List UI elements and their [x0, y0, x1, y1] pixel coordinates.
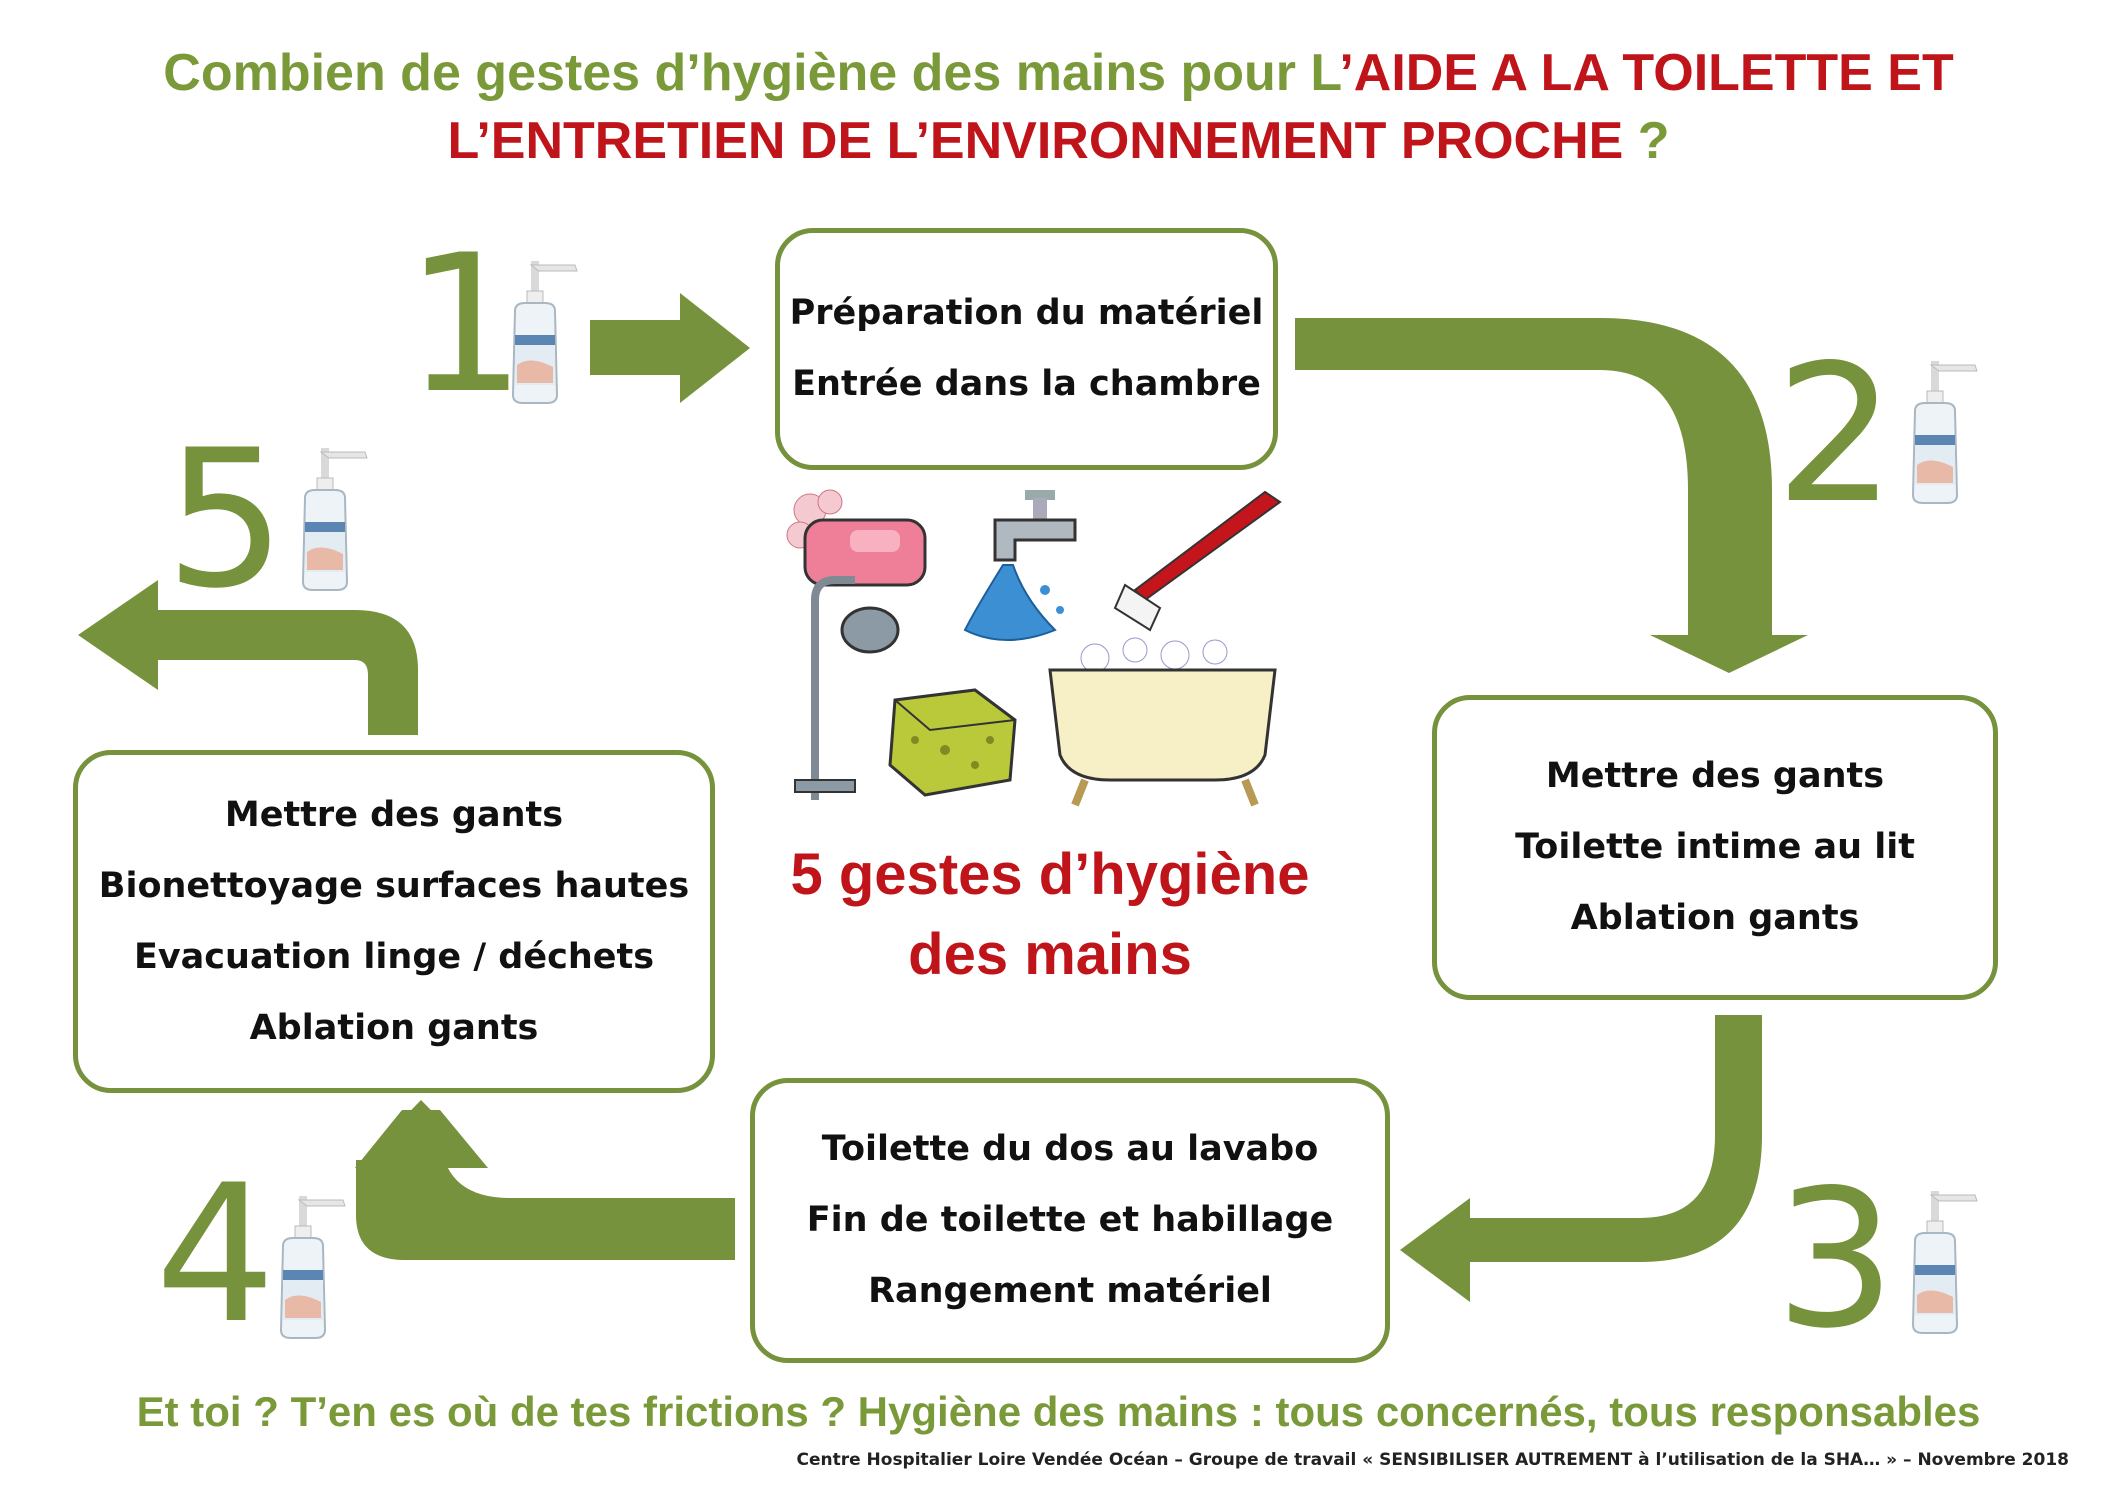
bathtub-icon [1048, 637, 1277, 807]
sanitizer-bottle-icon [263, 1190, 353, 1340]
arrow-1-to-box1 [590, 293, 750, 403]
step-box-3: Toilette du dos au lavabo Fin de toilett… [750, 1078, 1390, 1363]
step-4-line-3: Evacuation linge / déchets [133, 936, 655, 977]
step-1-line-2: Entrée dans la chambre [792, 364, 1261, 404]
soap-icon [786, 489, 927, 587]
step-number-5: 5 [165, 409, 286, 630]
step-number-3: 3 [1775, 1149, 1896, 1370]
title-topic-1: ’AIDE A LA TOILETTE ET [1339, 44, 1954, 102]
sanitizer-bottle-icon [285, 442, 375, 592]
title-question-mark: ? [1623, 112, 1670, 170]
footer-credit: Centre Hospitalier Loire Vendée Océan – … [796, 1450, 2069, 1470]
sponge-icon [888, 688, 1017, 797]
step-box-1: Préparation du matériel Entrée dans la c… [775, 228, 1278, 470]
step-3-line-2: Fin de toilette et habillage [806, 1200, 1334, 1240]
step-number-1: 1 [405, 214, 526, 435]
step-2-line-3: Ablation gants [1570, 898, 1860, 938]
title-topic-2: L’ENTRETIEN DE L’ENVIRONNEMENT PROCHE [447, 112, 1624, 170]
arrow-box4-to-5 [78, 580, 418, 735]
faucet-icon [963, 490, 1077, 641]
step-box-2: Mettre des gants Toilette intime au lit … [1432, 695, 1998, 1000]
step-4-line-2: Bionettoyage surfaces hautes [98, 865, 690, 906]
step-number-2: 2 [1775, 324, 1896, 545]
shower-icon [794, 576, 900, 800]
sanitizer-bottle-icon [1895, 1185, 1985, 1335]
hygiene-illustration [786, 489, 1282, 807]
toothbrush-icon [1113, 490, 1282, 632]
step-box-4: Mettre des gants Bionettoyage surfaces h… [73, 750, 715, 1093]
step-3-line-3: Rangement matériel [868, 1271, 1272, 1311]
title-question: Combien de gestes d’hygiène des mains po… [163, 44, 1340, 102]
center-caption: 5 gestes d’hygiène des mains [740, 835, 1360, 995]
step-3-line-1: Toilette du dos au lavabo [821, 1129, 1319, 1169]
center-caption-line-2: des mains [908, 922, 1192, 987]
sanitizer-bottle-icon [495, 255, 585, 405]
arrow-box1-to-box2 [1295, 318, 1808, 673]
step-4-line-1: Mettre des gants [224, 794, 564, 835]
arrow-box2-to-box3 [1400, 1015, 1762, 1302]
title-line-1: Combien de gestes d’hygiène des mains po… [0, 38, 2117, 108]
title-line-2: L’ENTRETIEN DE L’ENVIRONNEMENT PROCHE ? [0, 106, 2117, 176]
step-2-line-2: Toilette intime au lit [1515, 827, 1915, 867]
tagline: Et toi ? T’en es où de tes frictions ? H… [136, 1388, 1981, 1435]
step-2-line-1: Mettre des gants [1545, 756, 1885, 796]
step-number-4: 4 [155, 1144, 276, 1365]
step-4-line-4: Ablation gants [249, 1007, 539, 1048]
sanitizer-bottle-icon [1895, 355, 1985, 505]
center-caption-line-1: 5 gestes d’hygiène [790, 842, 1310, 907]
step-1-line-1: Préparation du matériel [789, 293, 1264, 333]
